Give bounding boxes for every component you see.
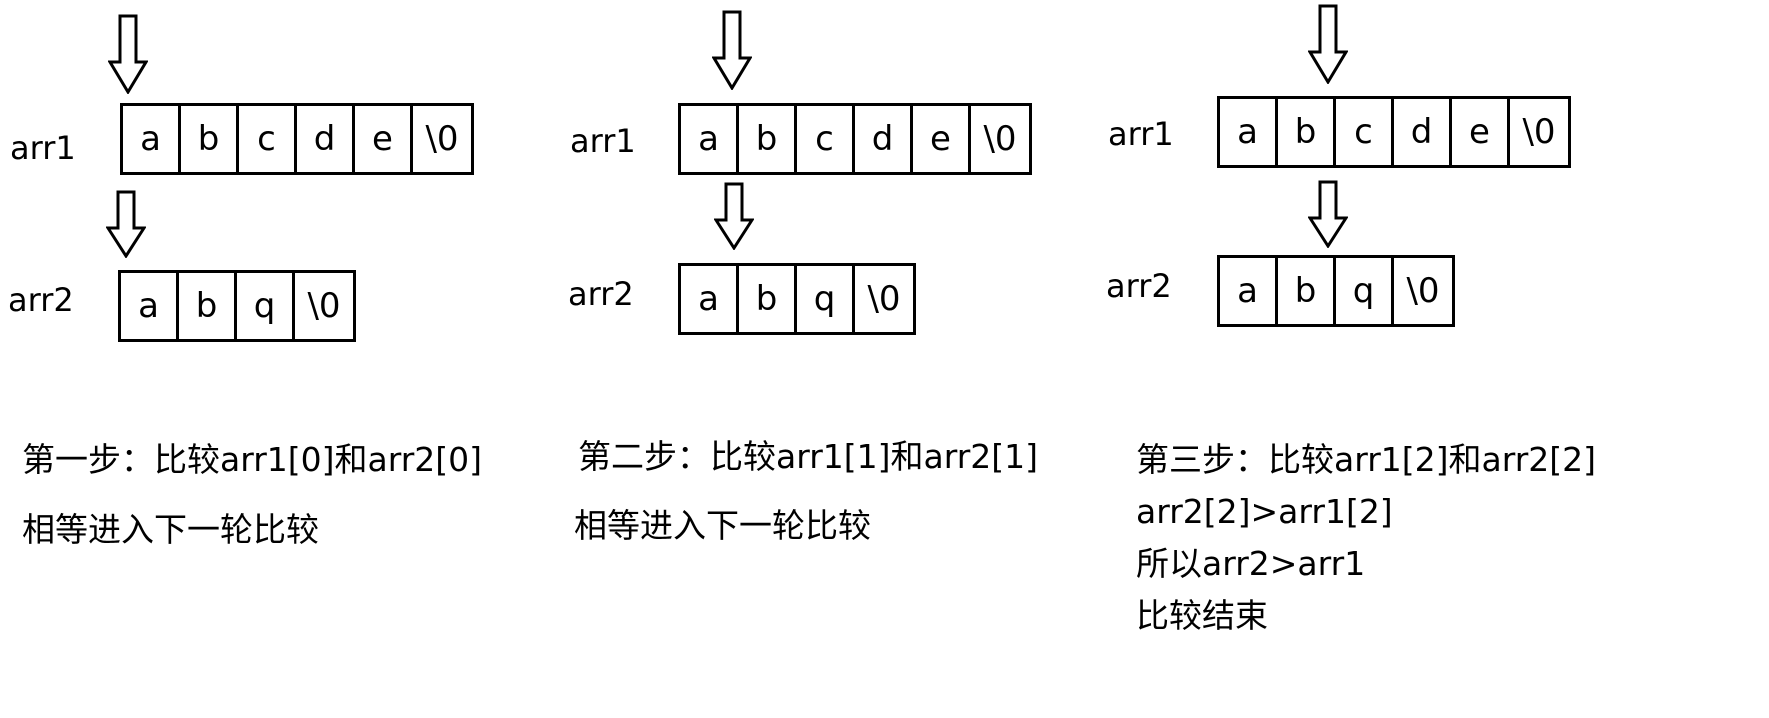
arr2-cell: b	[1278, 258, 1336, 324]
arr1-cell: e	[913, 106, 971, 172]
down-arrow-icon	[106, 190, 146, 258]
arr2-cell: \0	[307, 286, 341, 326]
arr1-cell: d	[297, 106, 355, 172]
arr1-cell: e	[1452, 99, 1510, 165]
arr1-cell: c	[797, 106, 855, 172]
arr1-label: arr1	[1108, 115, 1174, 153]
arr1-cell: b	[181, 106, 239, 172]
arr1-cell: a	[681, 106, 739, 172]
arr2-cells: a b q \0	[678, 263, 916, 335]
arr2-cell: \0	[867, 279, 901, 319]
arr1-cell: c	[239, 106, 297, 172]
arr2-cell: a	[1220, 258, 1278, 324]
step-1-panel: arr1 a b c d e \0 arr2 a b q \0 第一步：比较ar…	[0, 0, 560, 718]
arr1-cell: d	[855, 106, 913, 172]
arr2-cell: a	[681, 266, 739, 332]
arr2-label: arr2	[1106, 267, 1172, 305]
step-caption-line: 第一步：比较arr1[0]和arr2[0]	[22, 440, 483, 479]
arr2-cell: q	[237, 273, 295, 339]
step-caption-line: 比较结束	[1136, 596, 1268, 635]
step-caption-line: 相等进入下一轮比较	[574, 506, 871, 545]
arr1-cells: a b c d e \0	[678, 103, 1032, 175]
step-3-panel: arr1 a b c d e \0 arr2 a b q \0 第三步：比较ar…	[1100, 0, 1769, 718]
down-arrow-icon	[108, 14, 148, 94]
arr1-cells: a b c d e \0	[1217, 96, 1571, 168]
arr2-cell: b	[739, 266, 797, 332]
arr1-cell: b	[1278, 99, 1336, 165]
step-caption-line: 所以arr2>arr1	[1136, 544, 1366, 583]
arr1-cell: c	[1336, 99, 1394, 165]
step-caption-line: 相等进入下一轮比较	[22, 510, 319, 549]
arr2-label: arr2	[568, 275, 634, 313]
arr2-cell: a	[121, 273, 179, 339]
arr2-cell: \0	[1406, 271, 1440, 311]
step-caption-line: arr2[2]>arr1[2]	[1136, 492, 1393, 531]
arr1-cell: b	[739, 106, 797, 172]
arr1-cell: a	[123, 106, 181, 172]
arr1-cell: e	[355, 106, 413, 172]
step-caption-line: 第二步：比较arr1[1]和arr2[1]	[578, 437, 1039, 476]
arr1-cell: \0	[1522, 112, 1556, 152]
arr2-label: arr2	[8, 281, 74, 319]
arr1-cell: \0	[425, 119, 459, 159]
arr1-label: arr1	[570, 122, 636, 160]
step-2-panel: arr1 a b c d e \0 arr2 a b q \0 第二步：比较ar…	[560, 0, 1120, 718]
arr2-cells: a b q \0	[118, 270, 356, 342]
arr1-cells: a b c d e \0	[120, 103, 474, 175]
arr1-cell: \0	[983, 119, 1017, 159]
down-arrow-icon	[714, 182, 754, 250]
step-caption-line: 第三步：比较arr1[2]和arr2[2]	[1136, 440, 1597, 479]
down-arrow-icon	[712, 10, 752, 90]
arr2-cells: a b q \0	[1217, 255, 1455, 327]
arr2-cell: q	[1336, 258, 1394, 324]
down-arrow-icon	[1308, 4, 1348, 84]
arr1-label: arr1	[10, 129, 76, 167]
arr1-cell: a	[1220, 99, 1278, 165]
arr1-cell: d	[1394, 99, 1452, 165]
down-arrow-icon	[1308, 180, 1348, 248]
arr2-cell: b	[179, 273, 237, 339]
arr2-cell: q	[797, 266, 855, 332]
